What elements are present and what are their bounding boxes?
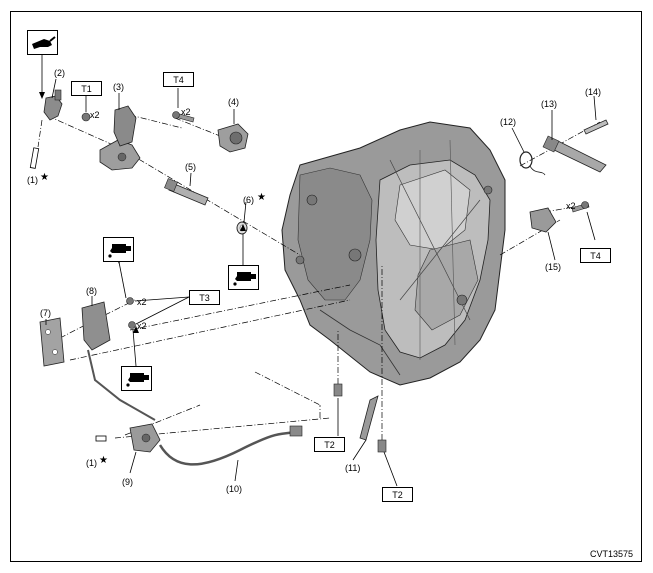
part-1-lower-pin (95, 435, 107, 442)
liquid-gasket-icon (103, 237, 134, 262)
callout-12: (12) (500, 117, 517, 127)
part-13-shaft (542, 135, 607, 173)
quantity-t1: x2 (90, 110, 100, 120)
bolt-t2-left (333, 383, 343, 397)
part-1-upper-pin (29, 147, 40, 169)
callout-7: (7) (40, 308, 51, 318)
callout-1-lower-star: ★ (99, 455, 108, 466)
callout-13: (13) (541, 99, 558, 109)
torque-label-t3: T3 (189, 290, 220, 305)
callout-8: (8) (86, 286, 97, 296)
callout-1-lower: (1) (86, 458, 97, 468)
liquid-gasket-icon (228, 265, 259, 290)
bolt-t3-lower (128, 321, 136, 329)
torque-label-t1: T1 (71, 81, 102, 96)
part-15-sensor (529, 207, 557, 233)
part-10-cable (158, 425, 303, 466)
callout-2: (2) (54, 68, 65, 78)
part-12-clip (519, 151, 546, 176)
part-2-lever (43, 89, 63, 121)
quantity-t4-right: x2 (566, 201, 576, 211)
grease-icon (27, 30, 58, 55)
part-11-lever-bracket (359, 395, 379, 441)
callout-1-upper: (1) (27, 175, 38, 185)
part-3-shift-assembly (99, 105, 141, 171)
callout-11: (11) (345, 463, 361, 473)
bolt-t4-left (172, 111, 195, 123)
leader-lines (41, 54, 597, 487)
torque-label-t2-right: T2 (382, 487, 413, 502)
quantity-t3-upper: x2 (137, 297, 147, 307)
part-9-cable-bracket (129, 423, 161, 453)
transmission-case (281, 121, 506, 386)
callout-14: (14) (585, 87, 602, 97)
quantity-t3-lower: x2 (137, 321, 147, 331)
bolt-t3-upper (126, 297, 134, 305)
part-5-shaft (164, 178, 209, 206)
torque-label-t4-left: T4 (163, 72, 194, 87)
torque-label-t4-right: T4 (580, 248, 611, 263)
part-14-pin (583, 119, 609, 135)
torque-label-t2-left: T2 (314, 437, 345, 452)
bolt-t4-right (571, 201, 590, 213)
quantity-t4-left: x2 (181, 107, 191, 117)
callout-6-star: ★ (257, 192, 266, 203)
part-7-bracket (39, 317, 65, 367)
callout-4: (4) (228, 97, 239, 107)
part-4-actuator (217, 123, 249, 153)
bolt-t1 (81, 112, 91, 122)
part-8-switch (81, 301, 156, 421)
figure-code: CVT13575 (590, 549, 634, 559)
diagram-frame (10, 11, 642, 562)
callout-6: (6) (243, 195, 254, 205)
bolt-t2-right (377, 439, 387, 453)
callout-9: (9) (122, 477, 133, 487)
callout-1-upper-star: ★ (40, 172, 49, 183)
callout-3: (3) (113, 82, 124, 92)
liquid-gasket-icon (121, 366, 152, 391)
callout-15: (15) (545, 262, 562, 272)
callout-10: (10) (226, 484, 243, 494)
callout-5: (5) (185, 162, 196, 172)
